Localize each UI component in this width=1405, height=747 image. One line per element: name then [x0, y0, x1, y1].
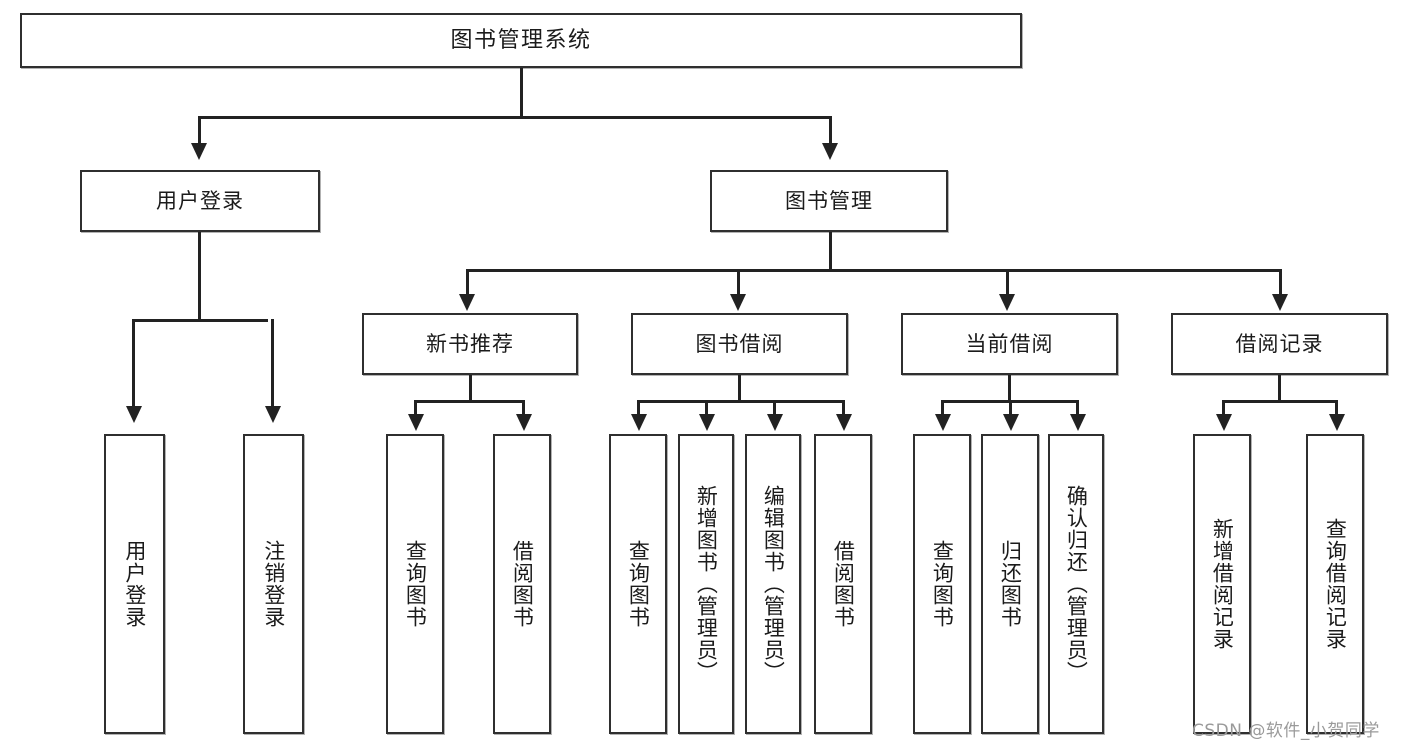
arrowhead-borrow-record-leaf-2 [1329, 414, 1345, 431]
arrowhead-book-mgmt-borrow [730, 294, 746, 311]
node-new-book-recommend[interactable]: 新书推荐 [362, 313, 578, 375]
node-label: 归还图书 [998, 540, 1023, 628]
connector-borrow-record-stem [1278, 375, 1281, 403]
connector-book-borrow-to-leaf-2 [705, 400, 708, 417]
connector-book-mgmt-bus [466, 269, 1282, 272]
leaf-current-borrow-return-books[interactable]: 归还图书 [981, 434, 1039, 734]
leaf-book-borrow-add-book-admin[interactable]: 新增图书（管理员） [678, 434, 734, 734]
node-book-management[interactable]: 图书管理 [710, 170, 948, 232]
node-label: 用户登录 [122, 540, 147, 628]
connector-book-borrow-bus [637, 400, 845, 403]
node-current-borrow[interactable]: 当前借阅 [901, 313, 1118, 375]
connector-current-borrow-to-leaf-3 [1076, 400, 1079, 417]
arrowhead-user-login-leaf-2 [265, 406, 281, 423]
connector-book-mgmt-to-current [1006, 269, 1009, 297]
leaf-current-borrow-confirm-return-admin[interactable]: 确认归还（管理员） [1048, 434, 1104, 734]
node-label: 注销登录 [261, 540, 286, 628]
connector-borrow-record-bus [1222, 400, 1338, 403]
leaf-user-login-login[interactable]: 用户登录 [104, 434, 165, 734]
node-label: 查询借阅记录 [1323, 518, 1348, 650]
connector-current-borrow-to-leaf-2 [1009, 400, 1012, 417]
arrowhead-borrow-record-leaf-1 [1216, 414, 1232, 431]
arrowhead-book-borrow-leaf-1 [631, 414, 647, 431]
connector-root-stem [520, 68, 523, 118]
arrowhead-book-mgmt-new-book [459, 294, 475, 311]
connector-current-borrow-stem [1008, 375, 1011, 403]
connector-new-book-to-leaf-2 [522, 400, 525, 417]
arrowhead-new-book-leaf-1 [408, 414, 424, 431]
leaf-user-login-logout[interactable]: 注销登录 [243, 434, 304, 734]
arrowhead-current-borrow-leaf-2 [1003, 414, 1019, 431]
connector-borrow-record-to-leaf-2 [1335, 400, 1338, 417]
node-label: 新增借阅记录 [1210, 518, 1235, 650]
node-root-system[interactable]: 图书管理系统 [20, 13, 1022, 68]
node-label: 图书管理 [785, 188, 873, 213]
connector-new-book-bus [414, 400, 525, 403]
connector-user-login-to-leaf-2 [271, 319, 274, 409]
leaf-book-borrow-query-books[interactable]: 查询图书 [609, 434, 667, 734]
connector-new-book-to-leaf-1 [414, 400, 417, 417]
node-label: 新书推荐 [426, 331, 514, 356]
node-label: 当前借阅 [965, 331, 1054, 356]
connector-root-to-user-login [198, 116, 201, 146]
connector-borrow-record-to-leaf-1 [1222, 400, 1225, 417]
node-book-borrow[interactable]: 图书借阅 [631, 313, 848, 375]
csdn-watermark: CSDN @软件_小贺同学 [1192, 721, 1380, 741]
connector-root-to-book-mgmt [829, 116, 832, 146]
node-label: 图书管理系统 [450, 27, 592, 53]
node-user-login[interactable]: 用户登录 [80, 170, 320, 232]
connector-book-mgmt-stem [829, 232, 832, 272]
node-borrow-record[interactable]: 借阅记录 [1171, 313, 1388, 375]
node-label: 图书借阅 [695, 331, 784, 356]
arrowhead-root-to-book-mgmt [822, 143, 838, 160]
arrowhead-book-borrow-leaf-2 [699, 414, 715, 431]
leaf-book-borrow-borrow-books[interactable]: 借阅图书 [814, 434, 872, 734]
node-label: 查询图书 [403, 540, 428, 628]
connector-book-borrow-to-leaf-4 [842, 400, 845, 417]
node-label: 编辑图书（管理员） [761, 485, 786, 683]
node-label: 查询图书 [930, 540, 955, 628]
leaf-current-borrow-query-books[interactable]: 查询图书 [913, 434, 971, 734]
node-label: 确认归还（管理员） [1064, 485, 1089, 683]
node-label: 借阅记录 [1235, 331, 1324, 356]
connector-user-login-to-leaf-1 [132, 319, 135, 409]
node-label: 用户登录 [156, 188, 244, 213]
connector-book-mgmt-to-borrow [737, 269, 740, 297]
connector-book-borrow-stem [738, 375, 741, 403]
leaf-book-borrow-edit-book-admin[interactable]: 编辑图书（管理员） [745, 434, 801, 734]
connector-root-bus [198, 116, 832, 119]
node-label: 查询图书 [626, 540, 651, 628]
leaf-borrow-record-query-record[interactable]: 查询借阅记录 [1306, 434, 1364, 734]
connector-user-login-stem [198, 232, 201, 322]
arrowhead-book-mgmt-current [999, 294, 1015, 311]
connector-book-borrow-to-leaf-1 [637, 400, 640, 417]
connector-new-book-stem [469, 375, 472, 403]
arrowhead-current-borrow-leaf-1 [935, 414, 951, 431]
connector-book-mgmt-to-new-book [466, 269, 469, 297]
arrowhead-new-book-leaf-2 [516, 414, 532, 431]
node-label: 新增图书（管理员） [694, 485, 719, 683]
arrowhead-book-mgmt-record [1272, 294, 1288, 311]
node-label: 借阅图书 [510, 540, 535, 628]
leaf-new-book-query-books[interactable]: 查询图书 [386, 434, 444, 734]
leaf-borrow-record-add-record[interactable]: 新增借阅记录 [1193, 434, 1251, 734]
arrowhead-book-borrow-leaf-3 [767, 414, 783, 431]
connector-current-borrow-to-leaf-1 [941, 400, 944, 417]
connector-book-mgmt-to-record [1279, 269, 1282, 297]
connector-user-login-bus [132, 319, 268, 322]
node-label: 借阅图书 [831, 540, 856, 628]
arrowhead-user-login-leaf-1 [126, 406, 142, 423]
arrowhead-root-to-user-login [191, 143, 207, 160]
leaf-new-book-borrow-books[interactable]: 借阅图书 [493, 434, 551, 734]
arrowhead-current-borrow-leaf-3 [1070, 414, 1086, 431]
connector-book-borrow-to-leaf-3 [773, 400, 776, 417]
arrowhead-book-borrow-leaf-4 [836, 414, 852, 431]
